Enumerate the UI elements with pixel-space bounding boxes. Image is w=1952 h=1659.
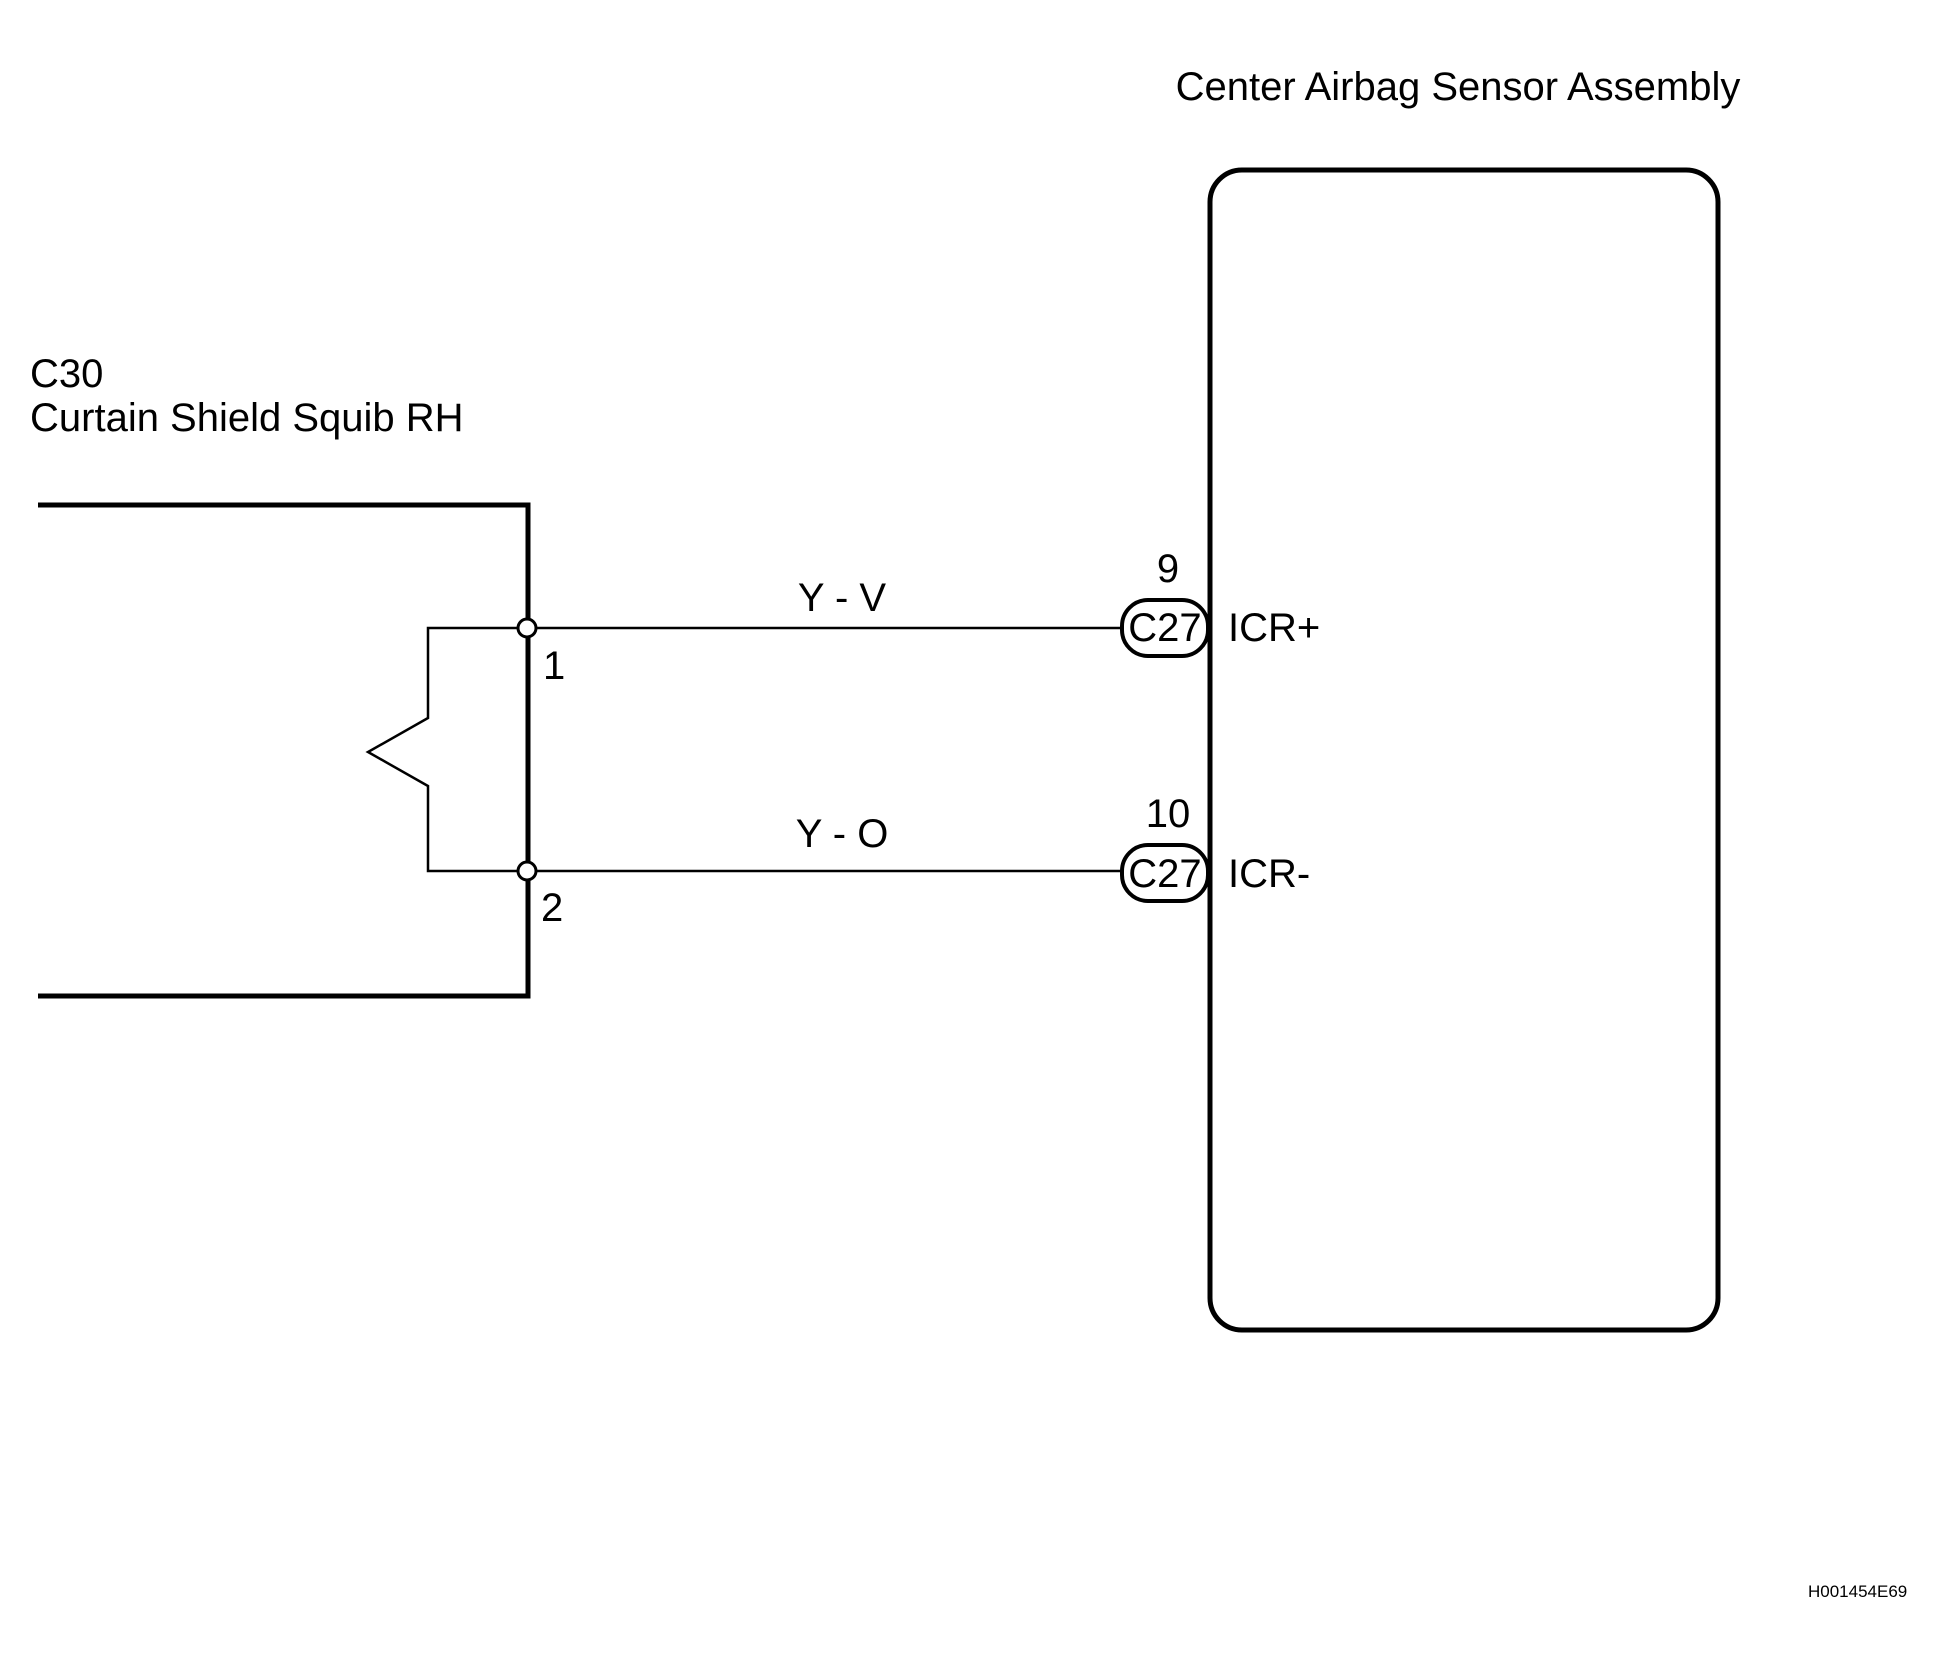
sensor-pin-10-number: 10 (1146, 792, 1191, 836)
connector-c27-pin-9 (1120, 598, 1210, 658)
connector-c27-pin-10 (1120, 843, 1210, 903)
squib-terminal-1 (516, 617, 538, 639)
sensor-assembly-name: Center Airbag Sensor Assembly (1176, 65, 1741, 109)
squib-name-label: Curtain Shield Squib RH (30, 396, 464, 440)
signal-icr-plus: ICR+ (1228, 606, 1320, 650)
wire-color-code-1: Y - V (798, 576, 887, 620)
squib-element (365, 626, 527, 873)
signal-icr-minus: ICR- (1228, 852, 1310, 896)
wire-color-code-2: Y - O (796, 812, 889, 856)
sensor-assembly-housing (1207, 167, 1721, 1333)
squib-terminal-2 (516, 860, 538, 882)
squib-housing (38, 502, 531, 999)
connector-code-2: C27 (1128, 852, 1201, 896)
figure-id: H001454E69 (1808, 1582, 1907, 1601)
squib-pin-2-number: 2 (541, 886, 563, 930)
squib-code-label: C30 (30, 352, 103, 396)
squib-pin-1-number: 1 (543, 644, 565, 688)
connector-code-1: C27 (1128, 606, 1201, 650)
sensor-pin-9-number: 9 (1157, 547, 1179, 591)
